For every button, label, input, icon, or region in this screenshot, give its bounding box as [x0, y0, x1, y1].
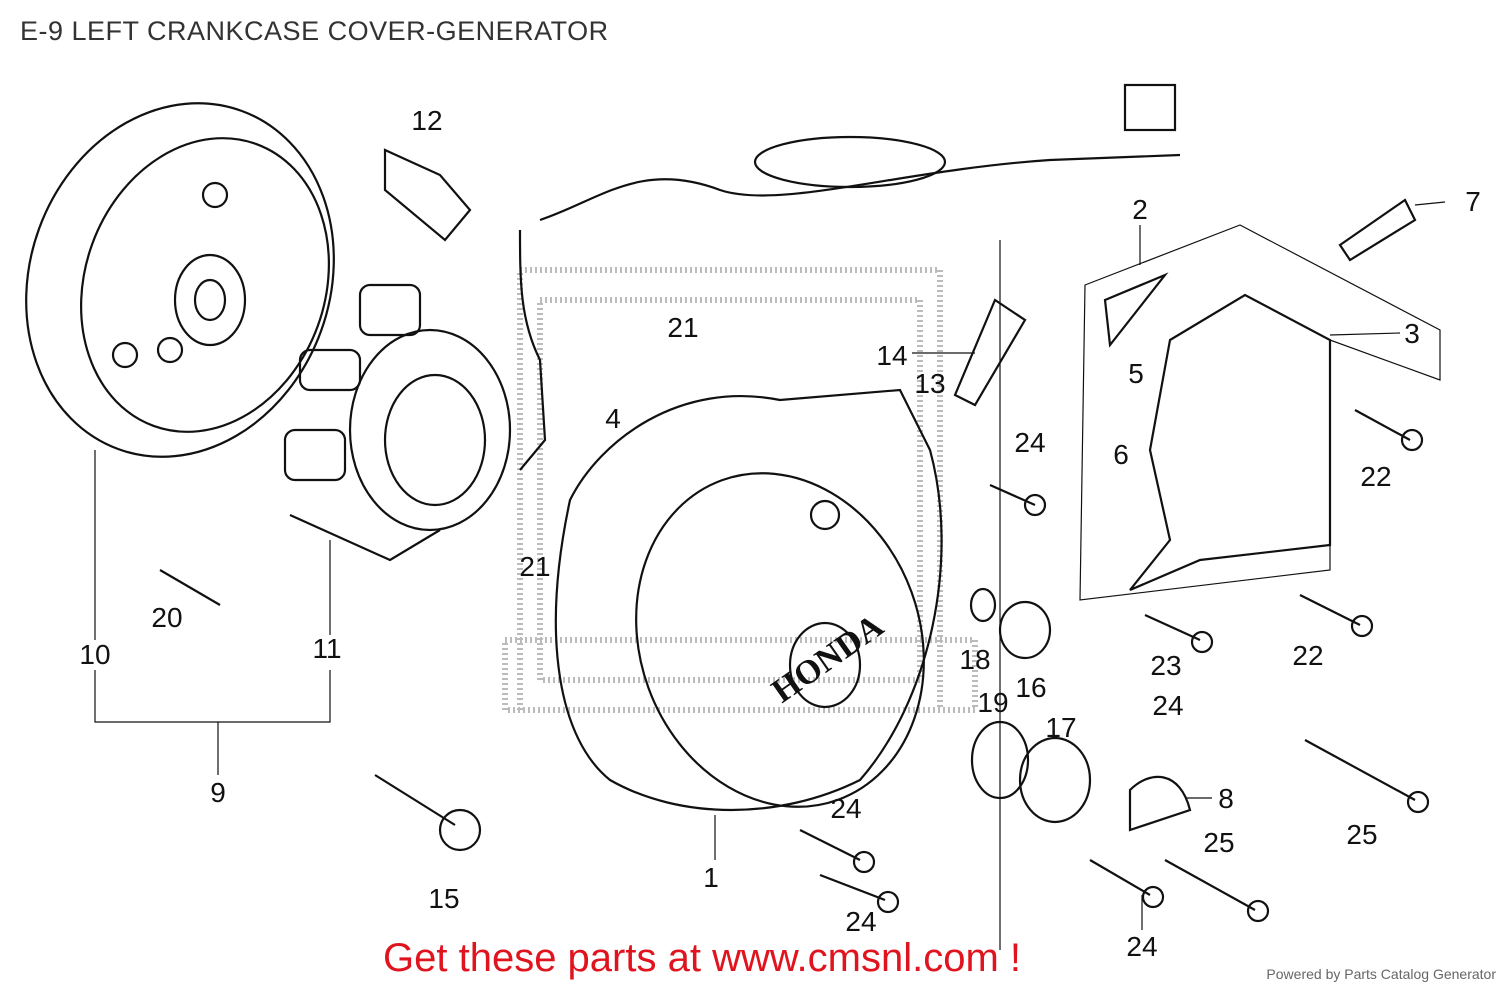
callout-22a[interactable]: 22	[1360, 461, 1392, 492]
callout-24b[interactable]: 24	[1152, 690, 1184, 721]
crankcase-cover: HONDA	[554, 388, 943, 811]
callout-12[interactable]: 12	[411, 105, 443, 136]
callout-10[interactable]: 10	[79, 639, 111, 670]
callout-24d[interactable]: 24	[845, 906, 877, 937]
callout-8[interactable]: 8	[1218, 783, 1234, 814]
callout-2[interactable]: 2	[1132, 194, 1148, 225]
flywheel	[25, 102, 335, 458]
callout-6[interactable]: 6	[1113, 439, 1129, 470]
callout-21a[interactable]: 21	[667, 312, 699, 343]
o-ring-18	[969, 587, 997, 623]
plate-14	[953, 298, 1027, 407]
connector	[1123, 83, 1177, 132]
callout-20[interactable]: 20	[151, 602, 183, 633]
callout-13[interactable]: 13	[914, 368, 946, 399]
powered-by-text: Powered by Parts Catalog Generator	[1266, 966, 1496, 982]
callout-9[interactable]: 9	[210, 777, 226, 808]
watermark-logo	[502, 267, 978, 713]
callout-24c[interactable]: 24	[830, 793, 862, 824]
callout-5[interactable]: 5	[1128, 358, 1144, 389]
callout-15[interactable]: 15	[428, 883, 460, 914]
callout-21b[interactable]: 21	[519, 551, 551, 582]
callout-1[interactable]: 1	[703, 862, 719, 893]
callout-18[interactable]: 18	[959, 644, 991, 675]
callout-17[interactable]: 17	[1045, 712, 1077, 743]
callout-23[interactable]: 23	[1150, 650, 1182, 681]
callout-25b[interactable]: 25	[1203, 827, 1235, 858]
pulse-generator	[383, 148, 472, 242]
clamp-8	[1128, 775, 1192, 832]
wire-harness	[539, 153, 1181, 222]
callout-4[interactable]: 4	[605, 403, 621, 434]
callout-24a[interactable]: 24	[1014, 427, 1046, 458]
callout-7[interactable]: 7	[1465, 186, 1481, 217]
callout-16[interactable]: 16	[1015, 672, 1047, 703]
bolts	[159, 409, 1430, 923]
promo-link[interactable]: Get these parts at www.cmsnl.com !	[383, 936, 1021, 980]
callout-25a[interactable]: 25	[1346, 819, 1378, 850]
callout-22b[interactable]: 22	[1292, 640, 1324, 671]
wire-loop	[753, 135, 947, 189]
sprocket-cover	[1079, 224, 1441, 601]
cap-17	[1018, 736, 1092, 824]
callout-11[interactable]: 11	[312, 633, 342, 664]
leader-lines	[94, 201, 1446, 950]
diagram-title: E-9 LEFT CRANKCASE COVER-GENERATOR	[20, 16, 609, 46]
callout-19[interactable]: 19	[977, 687, 1009, 718]
stator-wire	[518, 229, 547, 471]
bracket-7	[1338, 198, 1417, 262]
callout-24e[interactable]: 24	[1126, 931, 1158, 962]
cap-16	[998, 600, 1052, 660]
callout-14[interactable]: 14	[876, 340, 908, 371]
callout-3[interactable]: 3	[1404, 318, 1420, 349]
stator	[283, 283, 512, 562]
